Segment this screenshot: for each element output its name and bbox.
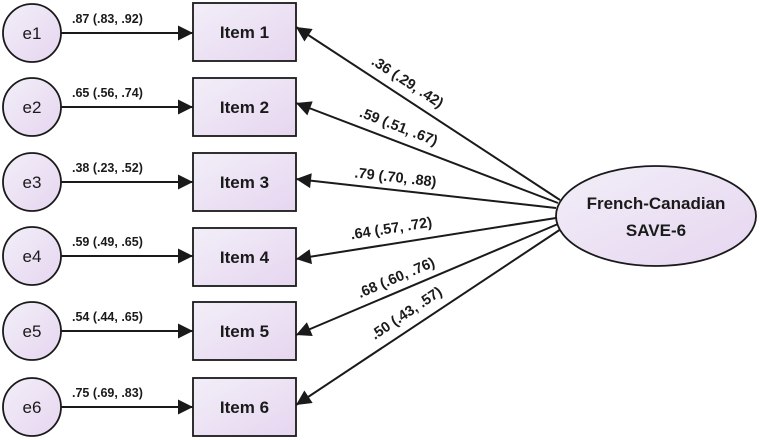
factor-label-line1: French-Canadian: [587, 194, 726, 213]
error-path-label-6: .75 (.69, .83): [72, 386, 143, 400]
item-label: Item 3: [220, 173, 269, 192]
loading-arrow-4: [295, 217, 557, 265]
item-label: Item 5: [220, 322, 269, 341]
error-nodes-group: e1 e2 e3 e4 e5 e6: [2, 3, 62, 437]
error-node-4: e4: [2, 226, 62, 286]
item-box-6: Item 6: [192, 377, 297, 437]
error-label: e3: [23, 173, 42, 192]
item-nodes-group: Item 1 Item 2 Item 3 Item 4 Item 5 Item …: [192, 2, 297, 437]
loading-arrow-5: [295, 223, 559, 337]
loading-labels: .36 (.29, .42) .59 (.51, .67) .79 (.70, …: [350, 54, 447, 344]
error-path-label-1: .87 (.83, .92): [72, 12, 143, 26]
error-node-1: e1: [2, 3, 62, 63]
item-label: Item 4: [220, 248, 270, 267]
item-label: Item 2: [220, 98, 269, 117]
error-label: e6: [23, 398, 42, 417]
loading-paths-group: [295, 26, 562, 406]
error-label: e1: [23, 24, 42, 43]
error-node-6: e6: [2, 377, 62, 437]
error-path-label-5: .54 (.44, .65): [72, 310, 143, 324]
error-path-labels: .87 (.83, .92) .65 (.56, .74) .38 (.23, …: [72, 12, 143, 400]
error-path-label-2: .65 (.56, .74): [72, 86, 143, 100]
error-label: e5: [23, 322, 42, 341]
loading-arrow-3: [295, 173, 557, 209]
loading-arrow-1: [295, 26, 561, 201]
error-path-label-3: .38 (.23, .52): [72, 161, 143, 175]
item-box-5: Item 5: [192, 301, 297, 361]
error-node-5: e5: [2, 301, 62, 361]
error-node-2: e2: [2, 77, 62, 137]
error-node-3: e3: [2, 152, 62, 212]
loading-arrow-2: [295, 101, 559, 204]
error-label: e2: [23, 98, 42, 117]
error-paths-group: [61, 25, 193, 415]
item-box-3: Item 3: [192, 152, 297, 212]
latent-factor-node: French-Canadian SAVE-6: [555, 165, 757, 267]
item-label: Item 6: [220, 398, 269, 417]
loading-arrow-6: [295, 228, 562, 406]
error-path-label-4: .59 (.49, .65): [72, 235, 143, 249]
item-box-4: Item 4: [192, 227, 297, 287]
factor-label-line2: SAVE-6: [626, 221, 686, 240]
error-label: e4: [23, 247, 42, 266]
item-box-2: Item 2: [192, 77, 297, 137]
item-label: Item 1: [220, 23, 269, 42]
item-box-1: Item 1: [192, 2, 297, 62]
